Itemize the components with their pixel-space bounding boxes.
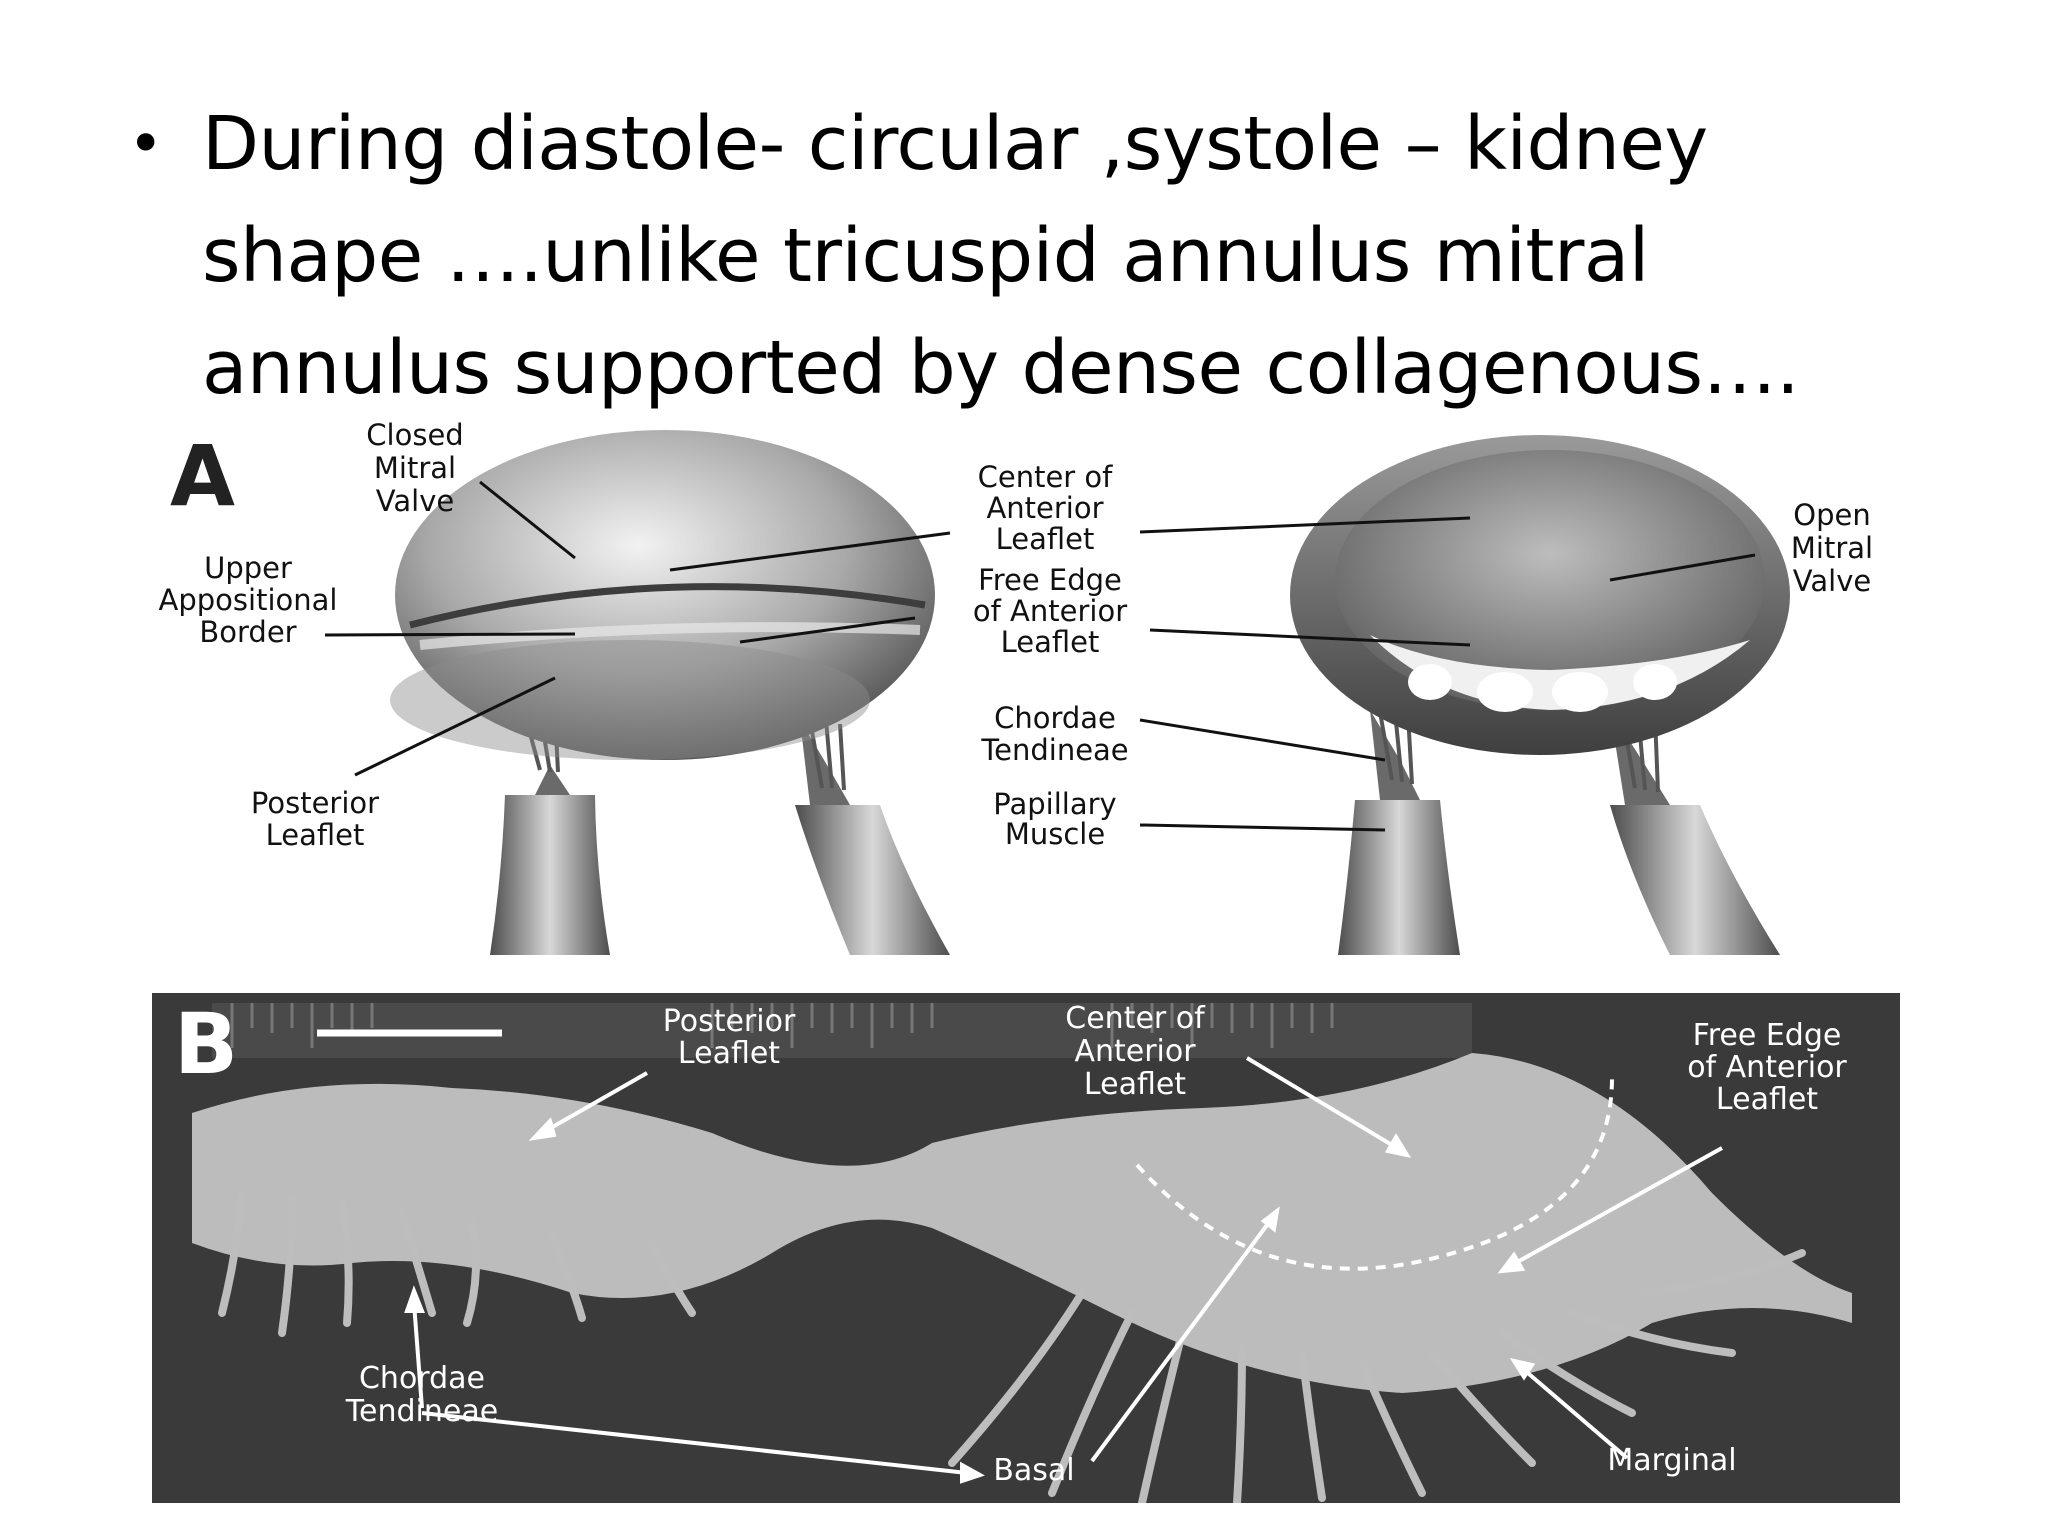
photo-label-marginal: Marginal [1607, 1443, 1736, 1478]
leader-lines-a [324, 480, 1756, 832]
label-closed-line2: Mitral [374, 451, 456, 485]
bullet-text: During diastole- circular ,systole – kid… [202, 88, 1942, 424]
photo-label-basal: Basal [993, 1453, 1074, 1488]
bullet-line-2: shape ….unlike tricuspid annulus mitral [202, 213, 1649, 299]
label-open-line3: Valve [1793, 564, 1871, 598]
label-center-line3: Leaflet [996, 522, 1095, 556]
photo-label-posterior-line2: Leaflet [678, 1036, 780, 1071]
photo-label-chordae-line1: Chordae [359, 1361, 485, 1396]
label-posterior-line1: Posterior [251, 786, 379, 820]
photo-label-free-edge-line2: of Anterior [1687, 1050, 1847, 1085]
photo-label-free-edge-line3: Leaflet [1716, 1082, 1818, 1117]
photo-label-center-line2: Anterior [1074, 1034, 1196, 1069]
label-upper-line1: Upper [204, 551, 292, 585]
bullet-line-3: annulus supported by dense collagenous…. [202, 325, 1800, 411]
label-papillary-line1: Papillary [993, 787, 1116, 821]
label-free-edge-line3: Leaflet [1001, 625, 1100, 659]
dissected-valve-photo: B Posterior Leaflet Center of Anterior L… [152, 993, 1900, 1503]
photo-label-center-line1: Center of [1065, 1001, 1206, 1036]
label-center-line2: Anterior [986, 491, 1103, 525]
label-closed-line3: Valve [376, 484, 454, 518]
arrows-b [404, 1056, 1723, 1484]
valve-tissue [192, 1053, 1852, 1393]
ruler [212, 1003, 1472, 1058]
bullet-line-1: During diastole- circular ,systole – kid… [202, 101, 1708, 187]
chordae-strands [218, 1189, 1806, 1503]
label-open-line2: Mitral [1791, 531, 1873, 565]
label-chordae-line2: Tendineae [980, 733, 1128, 767]
label-free-edge-line1: Free Edge [978, 563, 1122, 597]
panel-letter-a: A [170, 427, 235, 525]
label-upper-line2: Appositional [159, 583, 338, 617]
photo-label-center-line3: Leaflet [1084, 1067, 1186, 1102]
label-center-line1: Center of [978, 460, 1114, 494]
dashed-arc [1135, 1077, 1614, 1271]
label-chordae-line1: Chordae [994, 701, 1116, 735]
label-open-line1: Open [1793, 498, 1870, 532]
label-closed-line1: Closed [366, 420, 463, 452]
photo-label-posterior-line1: Posterior [663, 1004, 796, 1039]
photo-label-free-edge-line1: Free Edge [1693, 1018, 1842, 1053]
mitral-valve-illustration: A Closed Mitral Valve Upper Appositional… [159, 420, 1873, 955]
photo-label-chordae-line2: Tendineae [345, 1394, 498, 1429]
closed-mitral-valve [390, 430, 935, 760]
open-mitral-valve [1290, 435, 1790, 755]
label-free-edge-line2: of Anterior [973, 594, 1127, 628]
label-upper-line3: Border [199, 615, 296, 649]
bullet-icon: • [128, 109, 164, 179]
label-papillary-line2: Muscle [1005, 817, 1105, 851]
label-posterior-line2: Leaflet [266, 818, 365, 852]
panel-letter-b: B [174, 995, 238, 1093]
